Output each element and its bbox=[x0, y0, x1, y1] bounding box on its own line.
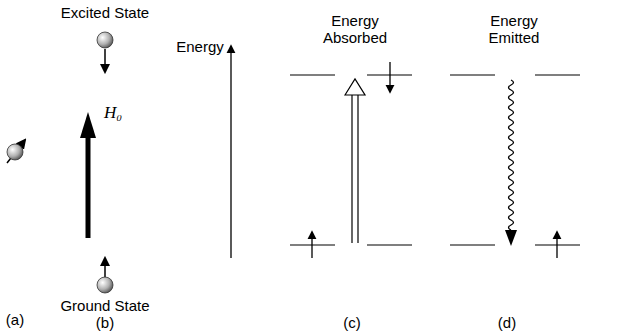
process-label: Energy Absorbed bbox=[319, 12, 391, 46]
process-label: Energy Emitted bbox=[478, 12, 550, 46]
panel-letter: (d) bbox=[498, 314, 516, 331]
absorption-arrow bbox=[345, 79, 365, 243]
energy-axis bbox=[230, 46, 231, 258]
field-arrow bbox=[80, 112, 96, 238]
state-label: Excited State bbox=[61, 4, 149, 21]
axis-label: Energy bbox=[176, 38, 224, 55]
emission-arrow bbox=[505, 80, 517, 246]
energy-levels bbox=[290, 75, 580, 245]
panel-letter: (a) bbox=[6, 311, 24, 328]
ground-spin bbox=[97, 258, 113, 293]
level-spins bbox=[312, 62, 557, 258]
panel-letter: (b) bbox=[96, 314, 114, 331]
state-label: Ground State bbox=[60, 297, 149, 314]
excited-spin bbox=[97, 32, 113, 72]
field-symbol: H₀ bbox=[104, 104, 122, 121]
panel-letter: (c) bbox=[343, 314, 361, 331]
tilted-spin bbox=[7, 140, 25, 163]
